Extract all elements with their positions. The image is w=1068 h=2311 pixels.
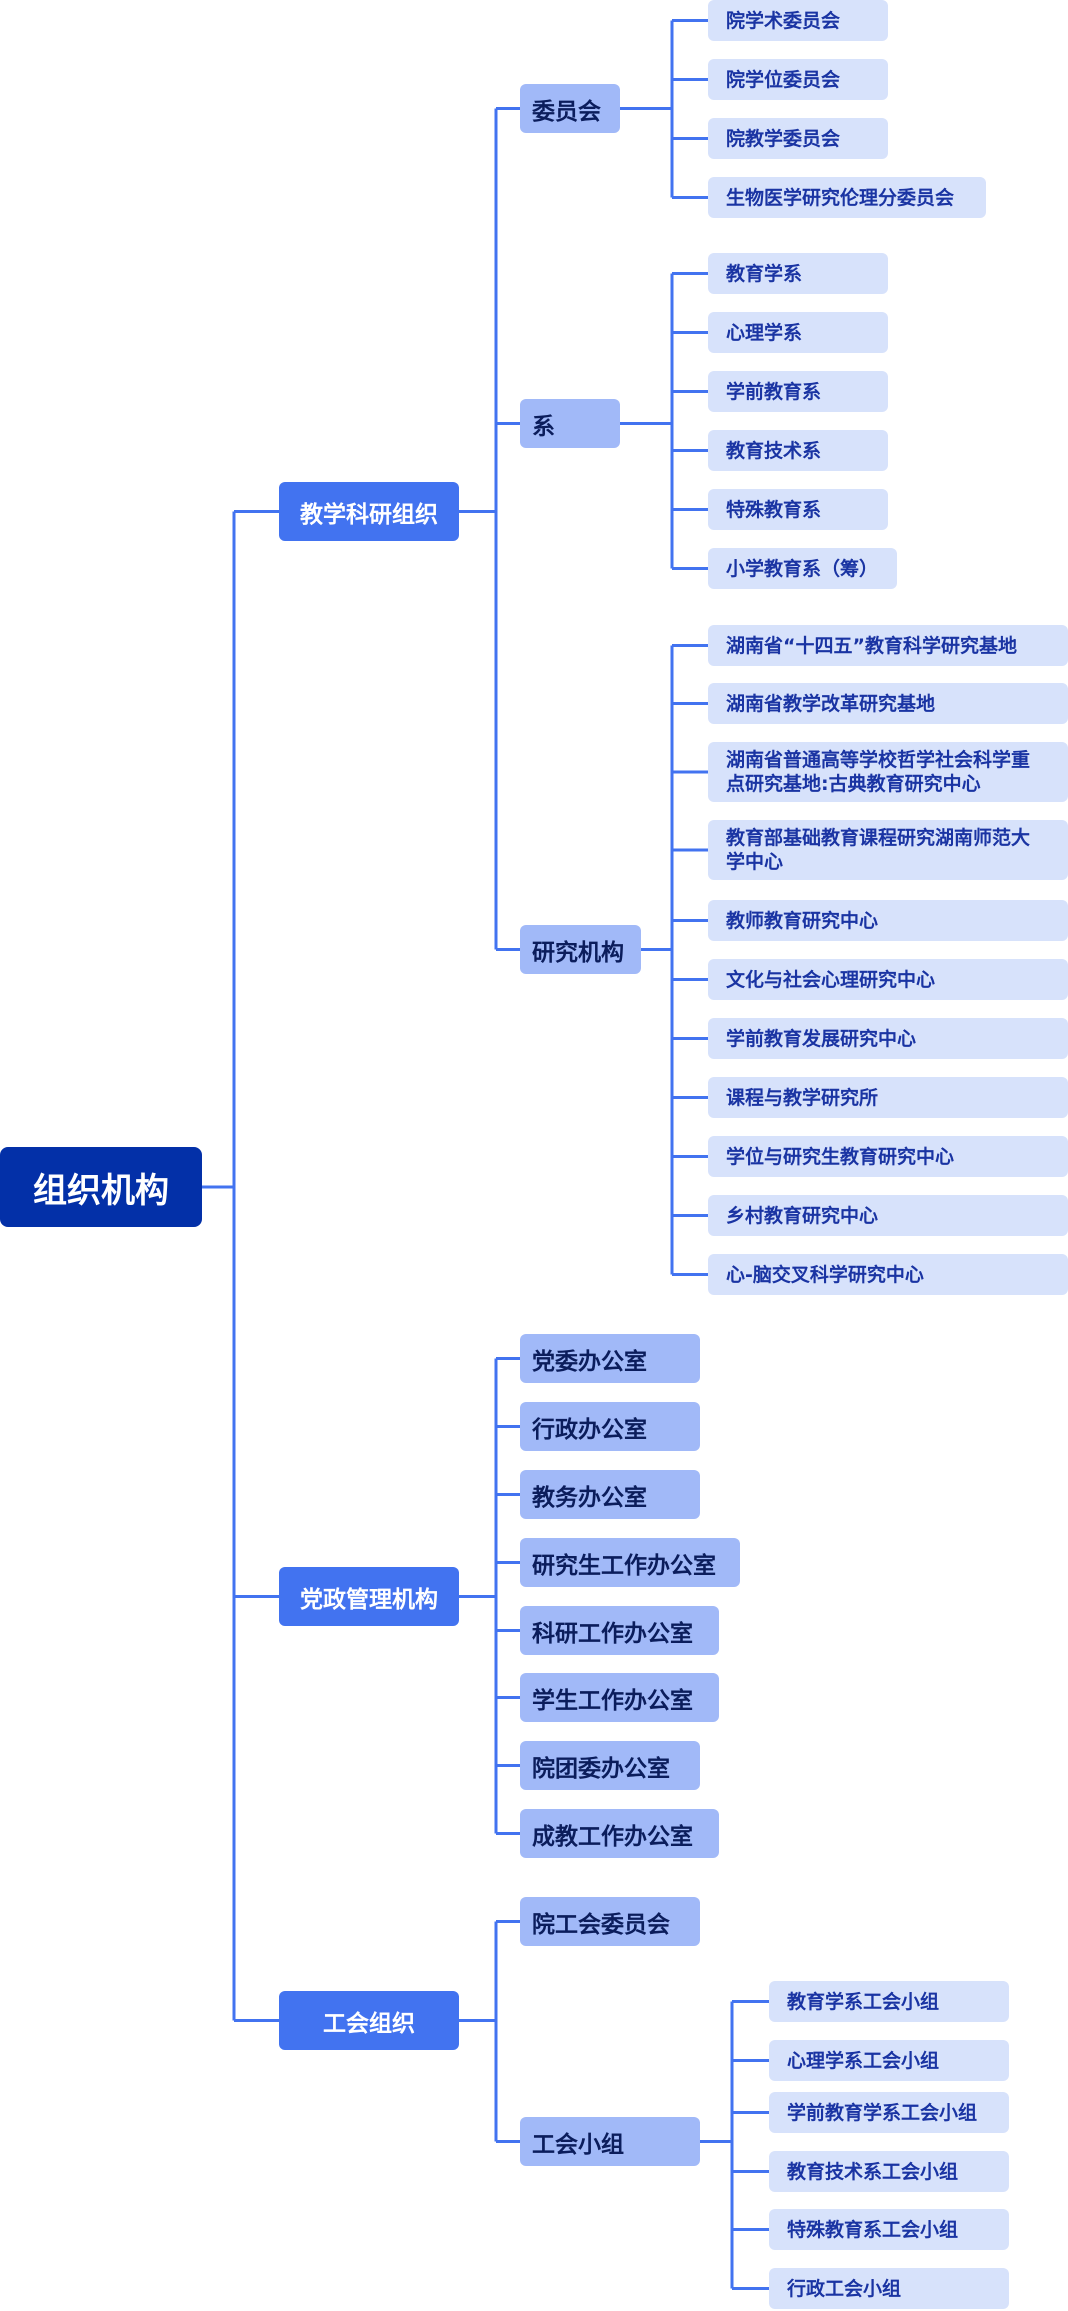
- org-node-l1[interactable]: 教学科研组织: [279, 482, 459, 541]
- org-node-l2[interactable]: 科研工作办公室: [520, 1606, 719, 1655]
- org-node-l3[interactable]: 特殊教育系工会小组: [769, 2209, 1009, 2250]
- org-node-l3[interactable]: 湖南省普通高等学校哲学社会科学重点研究基地:古典教育研究中心: [708, 742, 1068, 802]
- org-node-l3[interactable]: 行政工会小组: [769, 2268, 1009, 2309]
- org-node-l3[interactable]: 教育部基础教育课程研究湖南师范大学中心: [708, 820, 1068, 880]
- org-node-l3[interactable]: 教育学系: [708, 253, 888, 294]
- org-node-l2[interactable]: 工会小组: [520, 2117, 700, 2166]
- org-node-l3[interactable]: 湖南省教学改革研究基地: [708, 683, 1068, 724]
- org-node-l2[interactable]: 系: [520, 399, 620, 448]
- org-node-l3[interactable]: 教育技术系: [708, 430, 888, 471]
- org-node-l3[interactable]: 文化与社会心理研究中心: [708, 959, 1068, 1000]
- org-node-l2[interactable]: 学生工作办公室: [520, 1673, 719, 1722]
- org-node-l2[interactable]: 党委办公室: [520, 1334, 700, 1383]
- org-node-l3[interactable]: 教育学系工会小组: [769, 1981, 1009, 2022]
- org-node-l2[interactable]: 院团委办公室: [520, 1741, 700, 1790]
- org-node-l2[interactable]: 委员会: [520, 84, 620, 133]
- org-node-l2[interactable]: 行政办公室: [520, 1402, 700, 1451]
- org-node-l3[interactable]: 心理学系工会小组: [769, 2040, 1009, 2081]
- org-node-l3[interactable]: 学位与研究生教育研究中心: [708, 1136, 1068, 1177]
- org-node-root[interactable]: 组织机构: [0, 1147, 202, 1227]
- org-node-l3[interactable]: 学前教育系: [708, 371, 888, 412]
- org-node-l3[interactable]: 院学位委员会: [708, 59, 888, 100]
- org-node-l3[interactable]: 学前教育学系工会小组: [769, 2092, 1009, 2133]
- org-node-l3[interactable]: 院学术委员会: [708, 0, 888, 41]
- org-node-l2[interactable]: 研究机构: [520, 925, 641, 974]
- org-node-l3[interactable]: 教师教育研究中心: [708, 900, 1068, 941]
- org-node-l2[interactable]: 研究生工作办公室: [520, 1538, 740, 1587]
- org-node-l3[interactable]: 心-脑交叉科学研究中心: [708, 1254, 1068, 1295]
- org-node-l2[interactable]: 成教工作办公室: [520, 1809, 719, 1858]
- org-node-l3[interactable]: 学前教育发展研究中心: [708, 1018, 1068, 1059]
- org-node-l3[interactable]: 乡村教育研究中心: [708, 1195, 1068, 1236]
- org-node-l3[interactable]: 特殊教育系: [708, 489, 888, 530]
- org-node-l3[interactable]: 心理学系: [708, 312, 888, 353]
- org-node-l3[interactable]: 教育技术系工会小组: [769, 2151, 1009, 2192]
- org-node-l3[interactable]: 小学教育系（筹）: [708, 548, 897, 589]
- org-node-l3[interactable]: 课程与教学研究所: [708, 1077, 1068, 1118]
- org-node-l3[interactable]: 院教学委员会: [708, 118, 888, 159]
- org-node-l3[interactable]: 湖南省“十四五”教育科学研究基地: [708, 625, 1068, 666]
- org-node-l2[interactable]: 教务办公室: [520, 1470, 700, 1519]
- org-node-l1[interactable]: 党政管理机构: [279, 1567, 459, 1626]
- org-node-l3[interactable]: 生物医学研究伦理分委员会: [708, 177, 986, 218]
- org-node-l1[interactable]: 工会组织: [279, 1991, 459, 2050]
- org-node-l2[interactable]: 院工会委员会: [520, 1897, 700, 1946]
